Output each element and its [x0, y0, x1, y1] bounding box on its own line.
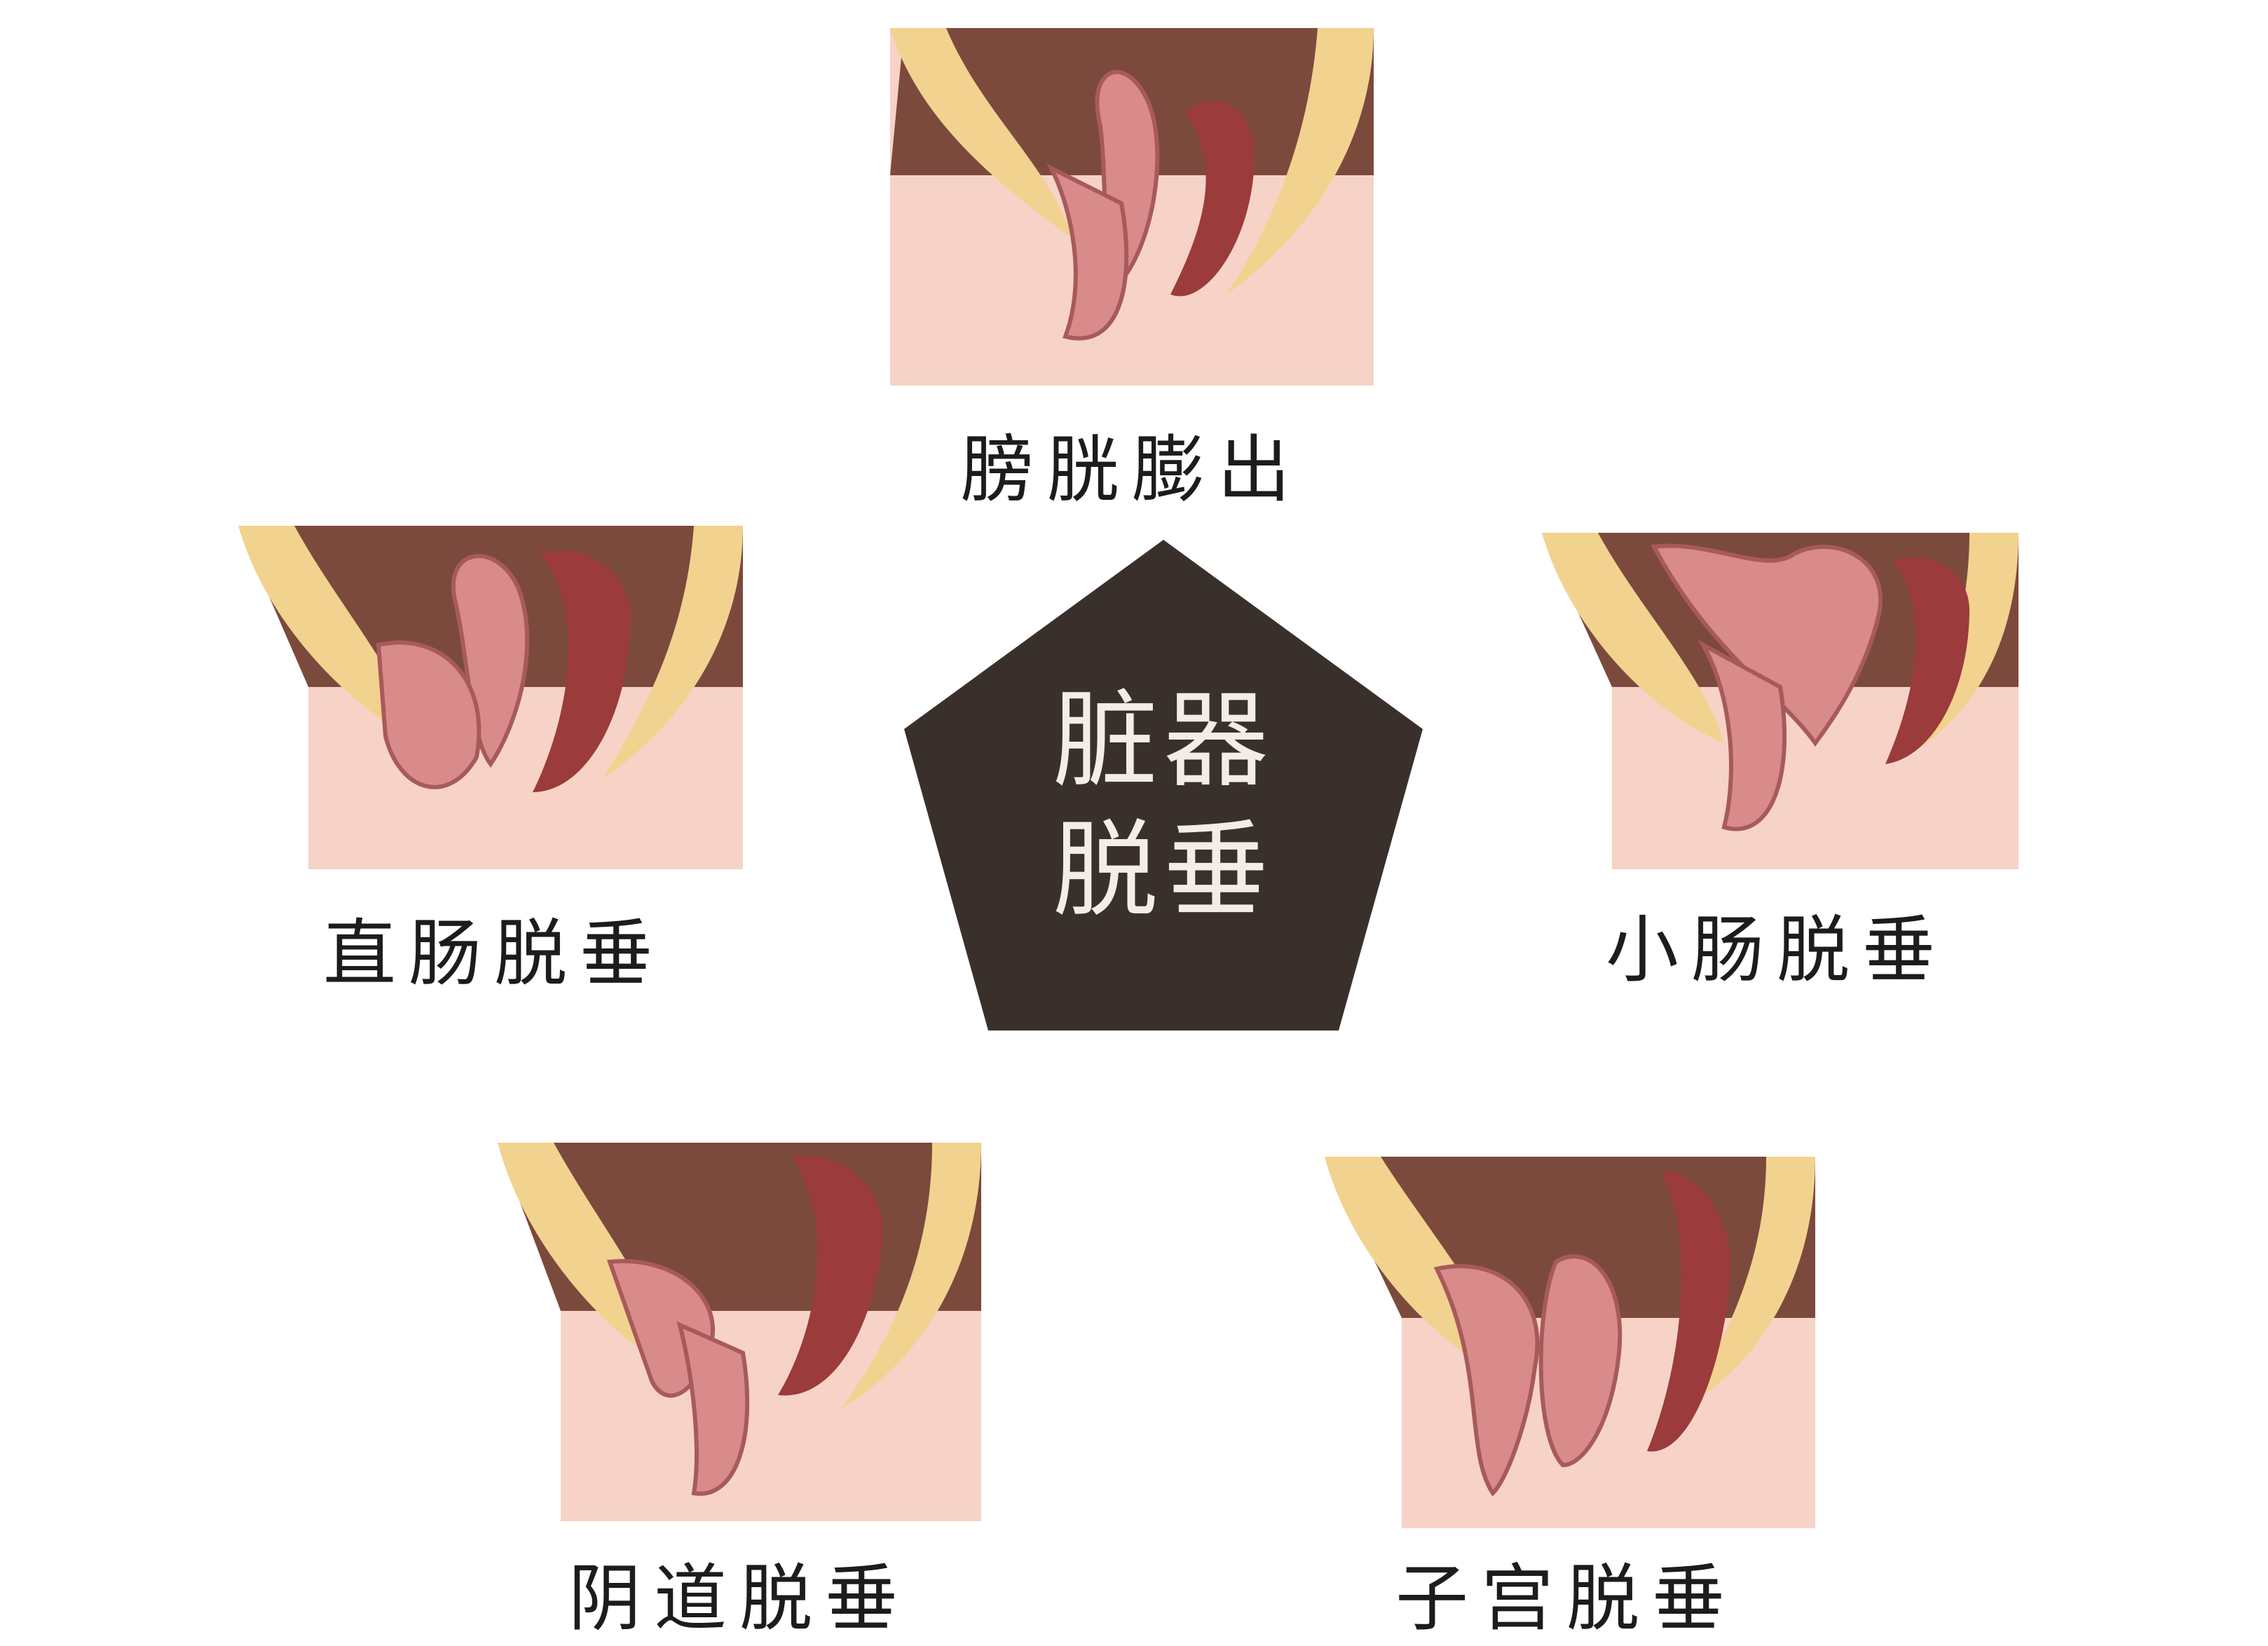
center-title-line1: 脏器: [1052, 680, 1274, 802]
panel-bladder-prolapse: [890, 28, 1416, 386]
panel-uterine-prolapse: [1325, 1157, 1843, 1528]
rectal-prolapse-illustration: [238, 526, 743, 869]
panel-rectal-prolapse: [238, 526, 750, 869]
label-small-bowel-prolapse: 小肠脱垂: [1605, 907, 1948, 993]
label-bladder-prolapse: 膀胱膨出: [960, 427, 1303, 512]
label-uterine-prolapse: 子宫脱垂: [1395, 1556, 1737, 1641]
panel-small-bowel-prolapse: [1542, 533, 2047, 869]
center-pentagon: [904, 540, 1423, 1031]
label-vaginal-prolapse: 阴道脱垂: [568, 1556, 910, 1641]
center-title: 脏器 脱垂: [904, 676, 1423, 936]
vaginal-prolapse-illustration: [498, 1143, 981, 1521]
label-rectal-prolapse: 直肠脱垂: [322, 911, 665, 996]
panel-vaginal-prolapse: [498, 1143, 1009, 1521]
center-title-line2: 脱垂: [1052, 810, 1274, 932]
bladder-prolapse-illustration: [890, 28, 1374, 386]
pentagon-shape: [904, 540, 1423, 1031]
uterine-prolapse-illustration: [1325, 1157, 1815, 1528]
small-bowel-prolapse-illustration: [1542, 533, 2018, 869]
